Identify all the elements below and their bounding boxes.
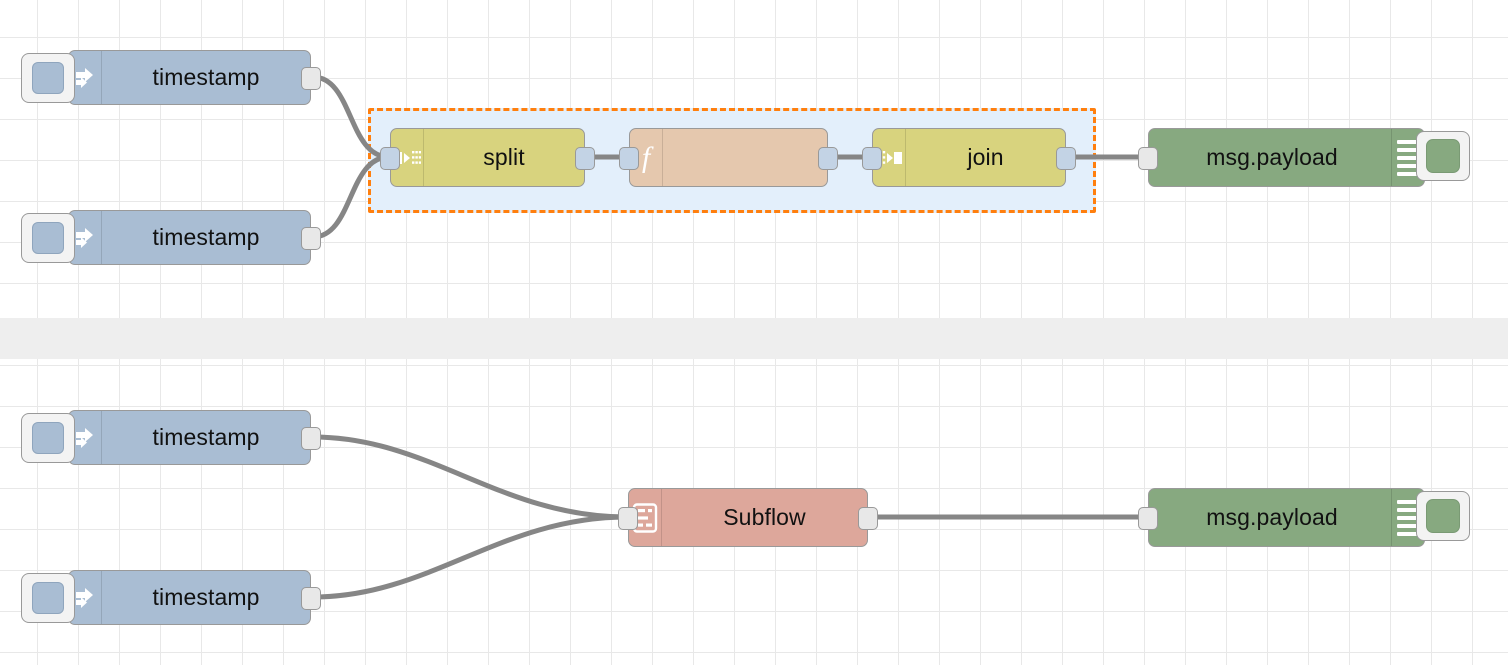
- node-inject-timestamp[interactable]: timestamp: [21, 50, 321, 105]
- input-port[interactable]: [380, 147, 400, 170]
- debug-toggle-indicator: [1426, 499, 1460, 533]
- debug-toggle-indicator: [1426, 139, 1460, 173]
- svg-text:f: f: [642, 143, 654, 173]
- output-port[interactable]: [301, 587, 321, 610]
- debug-list-icon: [1391, 129, 1424, 186]
- node-label: msg.payload: [1206, 504, 1338, 530]
- node-label: msg.payload: [1206, 144, 1338, 170]
- output-port[interactable]: [301, 227, 321, 250]
- output-port[interactable]: [575, 147, 595, 170]
- input-port[interactable]: [619, 147, 639, 170]
- node-inject-timestamp[interactable]: timestamp: [21, 410, 321, 465]
- inject-arrow-icon: [69, 411, 102, 464]
- output-port[interactable]: [301, 67, 321, 90]
- inject-trigger-indicator: [32, 62, 64, 94]
- inject-trigger-indicator: [32, 422, 64, 454]
- node-label: split: [483, 144, 525, 170]
- inject-trigger-button[interactable]: [21, 573, 75, 623]
- node-label: Subflow: [723, 504, 806, 530]
- input-port[interactable]: [1138, 147, 1158, 170]
- node-label: join: [967, 144, 1004, 170]
- node-label: timestamp: [152, 424, 260, 450]
- node-debug-msg-payload[interactable]: msg.payload: [1138, 488, 1470, 547]
- inject-trigger-button[interactable]: [21, 413, 75, 463]
- output-port[interactable]: [858, 507, 878, 530]
- node-debug-msg-payload[interactable]: msg.payload: [1138, 128, 1470, 187]
- wire-inject-4-to-subflow-1[interactable]: [310, 514, 630, 600]
- inject-trigger-indicator: [32, 582, 64, 614]
- node-inject-timestamp[interactable]: timestamp: [21, 210, 321, 265]
- inject-arrow-icon: [69, 571, 102, 624]
- inject-trigger-indicator: [32, 222, 64, 254]
- node-label: timestamp: [152, 584, 260, 610]
- flow-divider: [0, 318, 1508, 359]
- node-subflow-subflow[interactable]: Subflow: [618, 488, 878, 547]
- inject-trigger-button[interactable]: [21, 53, 75, 103]
- inject-trigger-button[interactable]: [21, 213, 75, 263]
- wire-inject-3-to-subflow-1[interactable]: [310, 434, 630, 520]
- inject-arrow-icon: [69, 211, 102, 264]
- debug-list-icon: [1391, 489, 1424, 546]
- node-function[interactable]: f: [619, 128, 838, 187]
- input-port[interactable]: [862, 147, 882, 170]
- node-label: timestamp: [152, 64, 260, 90]
- node-join-join[interactable]: join: [862, 128, 1076, 187]
- node-inject-timestamp[interactable]: timestamp: [21, 570, 321, 625]
- output-port[interactable]: [301, 427, 321, 450]
- debug-enable-toggle[interactable]: [1416, 491, 1470, 541]
- output-port[interactable]: [818, 147, 838, 170]
- inject-arrow-icon: [69, 51, 102, 104]
- input-port[interactable]: [1138, 507, 1158, 530]
- input-port[interactable]: [618, 507, 638, 530]
- output-port[interactable]: [1056, 147, 1076, 170]
- debug-enable-toggle[interactable]: [1416, 131, 1470, 181]
- node-label: timestamp: [152, 224, 260, 250]
- function-f-icon: f: [630, 129, 663, 186]
- node-split-split[interactable]: split: [380, 128, 595, 187]
